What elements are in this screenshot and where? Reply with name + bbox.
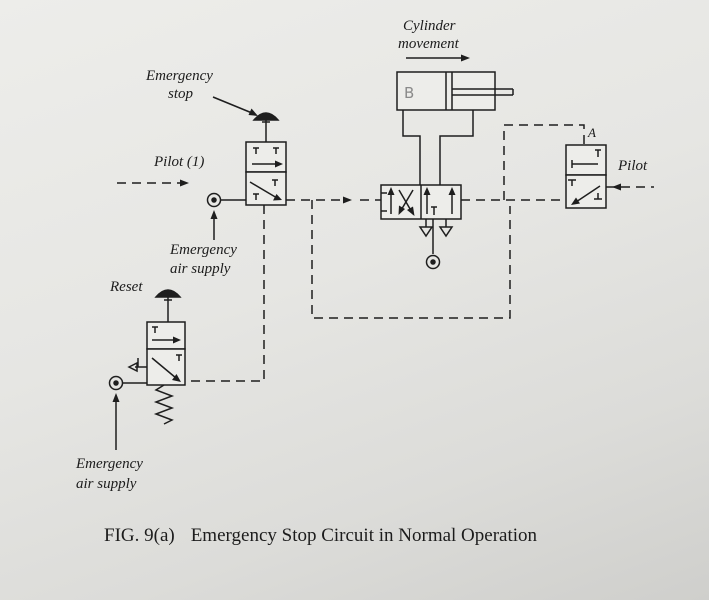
bottom-supply-label-line1: Emergency xyxy=(76,456,143,472)
pilot-1-arrowhead xyxy=(180,179,189,187)
bottom-supply-pointer xyxy=(112,393,120,450)
movement-arrow xyxy=(406,54,470,62)
emergency-stop-label-line1: Emergency xyxy=(146,68,213,84)
cylinder-marker: B xyxy=(404,84,415,102)
emergency-stop-pointer xyxy=(212,96,258,116)
reset-label: Reset xyxy=(110,279,143,295)
emergency-stop-valve xyxy=(206,112,287,208)
figure-number: FIG. 9(a) xyxy=(104,525,175,546)
top-supply-pointer xyxy=(210,210,218,240)
top-supply-label-line1: Emergency xyxy=(170,242,237,258)
main-directional-valve xyxy=(380,184,462,270)
figure-caption: FIG. 9(a) Emergency Stop Circuit in Norma… xyxy=(104,525,537,547)
pilot-1-label: Pilot (1) xyxy=(154,154,205,170)
right-pilot-arrowhead xyxy=(612,183,621,191)
movement-label: movement xyxy=(398,36,459,52)
reset-valve xyxy=(108,289,186,425)
bottom-supply-label-line2: air supply xyxy=(76,476,137,492)
main-valve-pilot-arrowhead xyxy=(343,196,352,204)
figure-title: Emergency Stop Circuit in Normal Operati… xyxy=(190,525,538,546)
cylinder-label: Cylinder xyxy=(403,18,456,34)
pilot-right-label: Pilot xyxy=(618,158,648,174)
port-a-label: A xyxy=(588,125,596,140)
top-supply-label-line2: air supply xyxy=(170,261,231,277)
pilot-lines xyxy=(117,124,654,382)
pilot-valve-right xyxy=(565,144,607,209)
pneumatic-cylinder xyxy=(396,71,514,185)
emergency-stop-label-line2: stop xyxy=(168,86,194,102)
